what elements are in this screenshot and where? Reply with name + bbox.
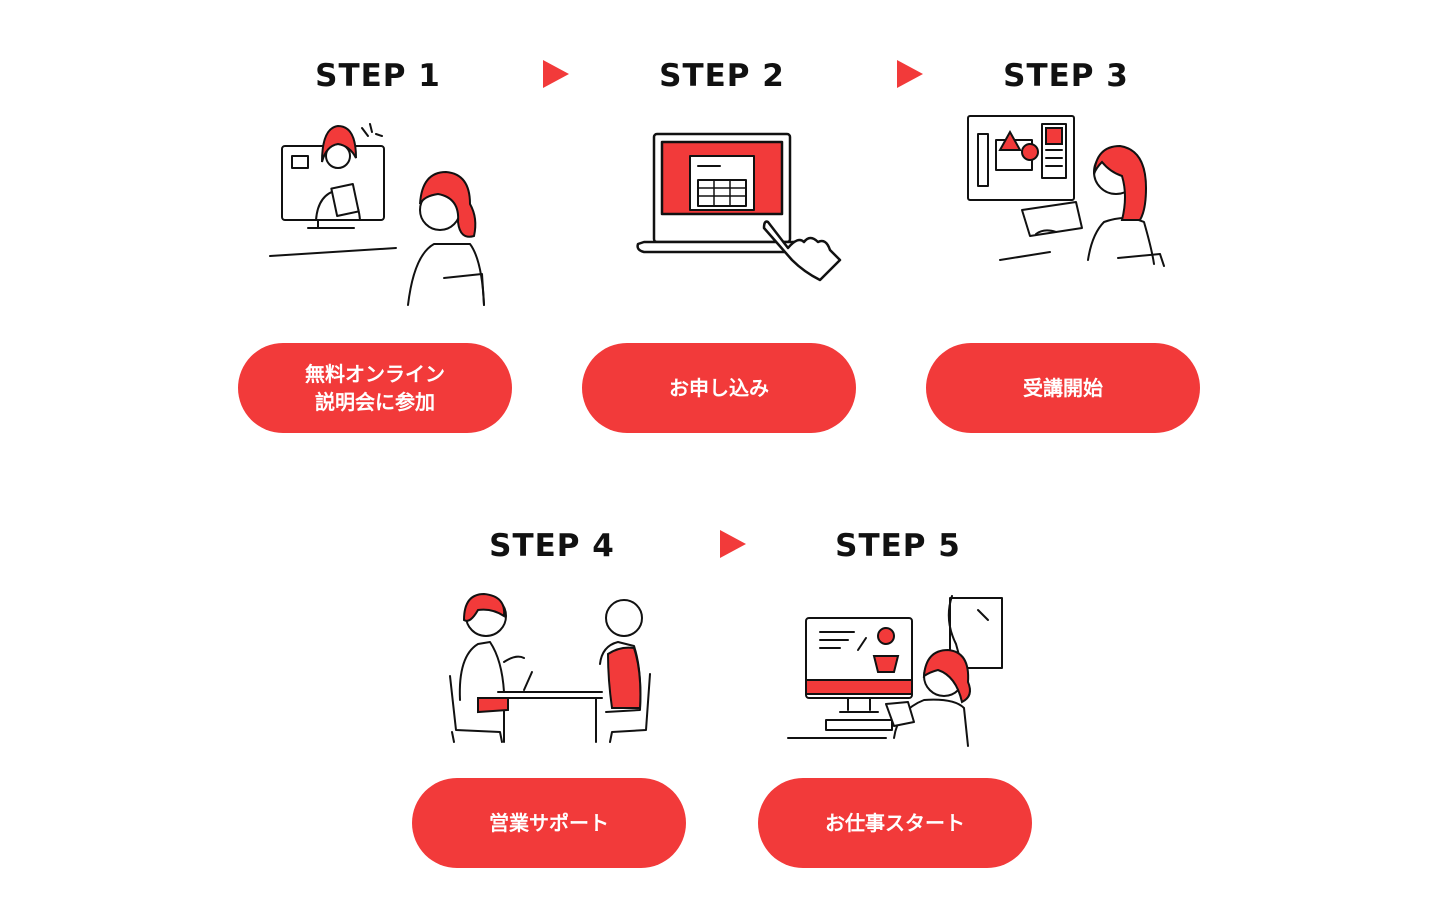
- work-start-icon: [787, 595, 1003, 747]
- pill-line-2: 説明会に参加: [315, 390, 435, 414]
- pill-label: お申し込み: [669, 376, 769, 400]
- laptop-apply-icon: [636, 132, 842, 282]
- pill-label: 営業サポート: [489, 811, 609, 835]
- online-course-icon: [967, 115, 1165, 267]
- step-arrow-icon: [543, 60, 569, 88]
- step-arrow-icon: [897, 60, 923, 88]
- start-work-button[interactable]: お仕事スタート: [758, 778, 1032, 868]
- pill-label: 受講開始: [1023, 376, 1103, 400]
- step-title: STEP 4: [489, 528, 615, 564]
- start-course-button[interactable]: 受講開始: [926, 343, 1200, 433]
- sales-meeting-icon: [449, 592, 651, 743]
- step-title: STEP 5: [835, 528, 961, 564]
- apply-button[interactable]: お申し込み: [582, 343, 856, 433]
- step-title: STEP 2: [659, 58, 785, 94]
- video-meeting-icon: [269, 123, 485, 306]
- sales-support-button[interactable]: 営業サポート: [412, 778, 686, 868]
- step-title: STEP 1: [315, 58, 441, 94]
- pill-line-1: 無料オンライン: [305, 362, 445, 386]
- step-title: STEP 3: [1003, 58, 1129, 94]
- step-arrow-icon: [720, 530, 746, 558]
- join-online-briefing-button[interactable]: 無料オンライン説明会に参加: [238, 343, 512, 433]
- pill-label: お仕事スタート: [825, 811, 965, 835]
